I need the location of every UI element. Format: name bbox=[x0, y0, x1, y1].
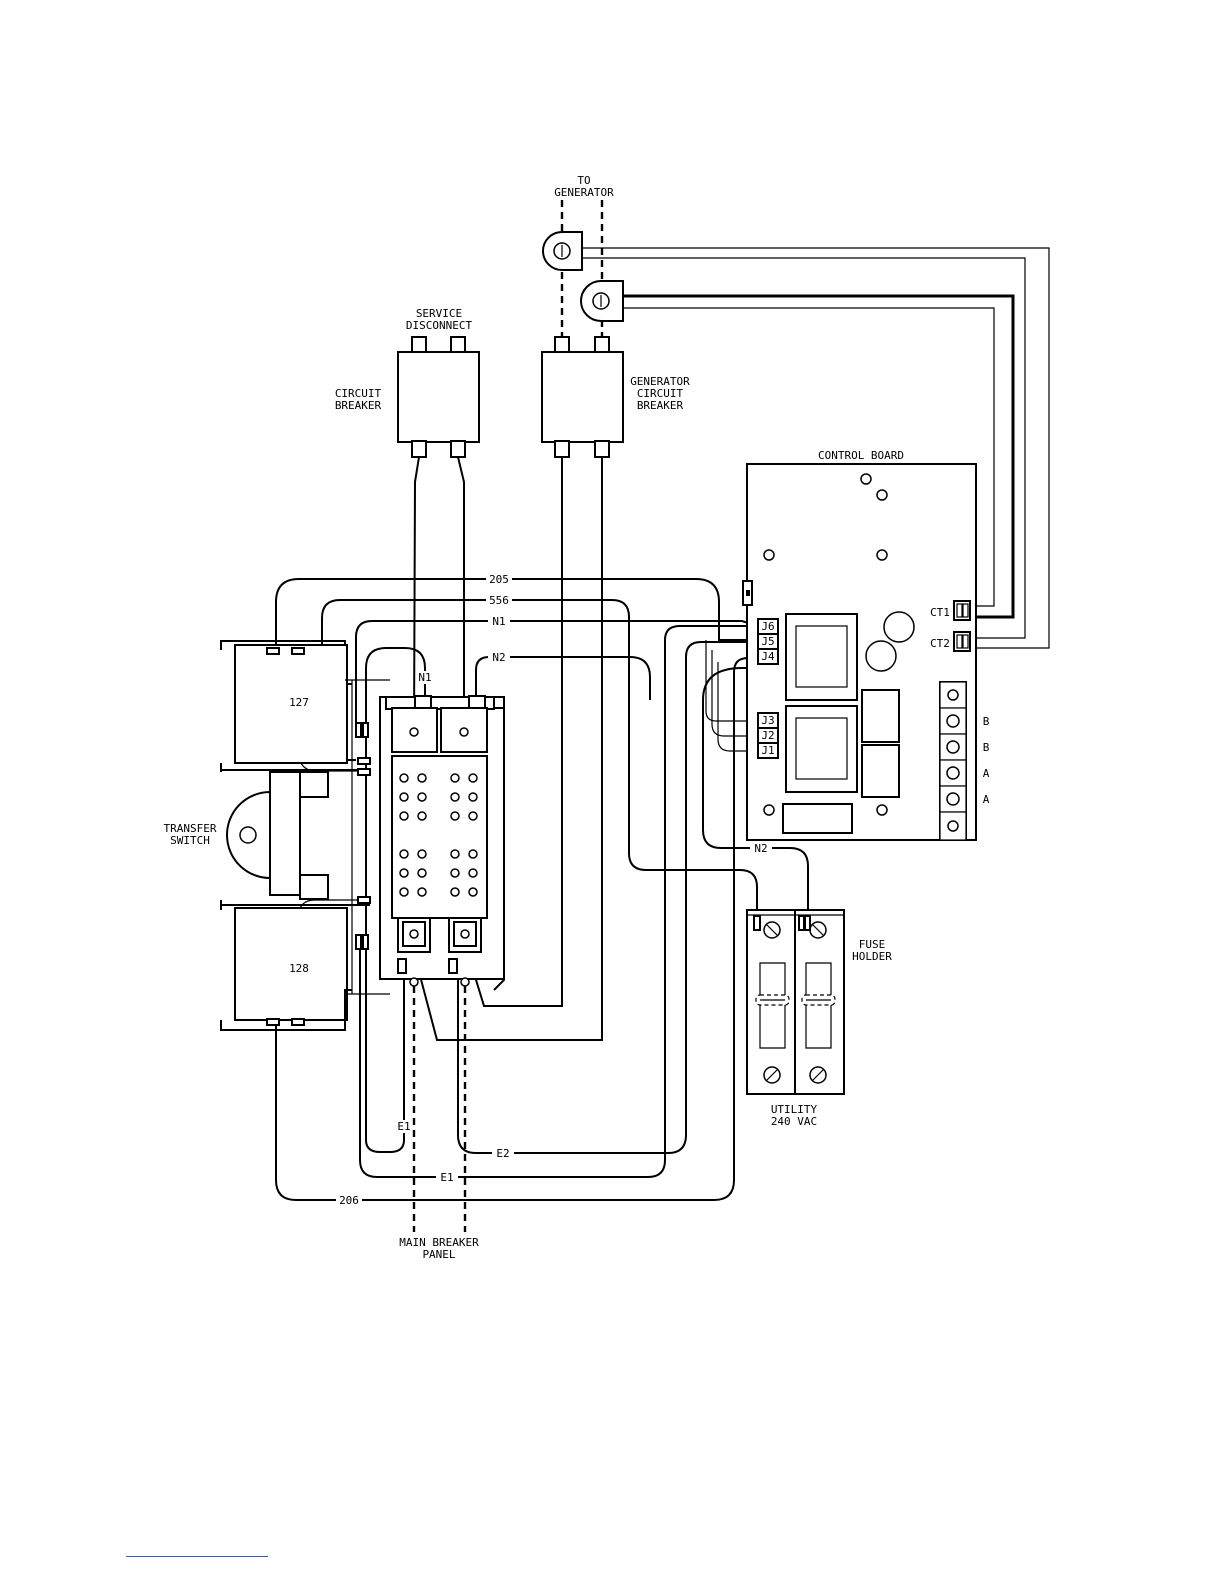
terminal-label-2: B bbox=[983, 741, 990, 754]
service-disconnect-breaker bbox=[398, 337, 479, 457]
generator-circuit-breaker-label: GENERATOR CIRCUIT BREAKER bbox=[630, 375, 690, 412]
to-generator-label: TO GENERATOR bbox=[554, 174, 614, 199]
circuit-breaker-label: CIRCUIT BREAKER bbox=[335, 387, 382, 412]
fuse-holder bbox=[747, 910, 844, 1094]
svg-text:BREAKER: BREAKER bbox=[335, 399, 382, 412]
utility-label: UTILITY 240 VAC bbox=[771, 1103, 818, 1128]
svg-text:SWITCH: SWITCH bbox=[170, 834, 210, 847]
wire-label-127: 127 bbox=[289, 696, 309, 709]
fuse-holder-label: FUSE HOLDER bbox=[852, 938, 892, 963]
svg-text:CT2: CT2 bbox=[930, 637, 950, 650]
terminal-label-N1: N1 bbox=[418, 671, 431, 684]
wire-label-N1: N1 bbox=[492, 615, 505, 628]
svg-text:DISCONNECT: DISCONNECT bbox=[406, 319, 473, 332]
generator-circuit-breaker bbox=[542, 337, 623, 457]
terminal-strip: B B A A bbox=[940, 682, 990, 840]
service-disconnect-label: SERVICE DISCONNECT bbox=[406, 307, 473, 332]
wire-label-556: 556 bbox=[489, 594, 509, 607]
svg-text:CT1: CT1 bbox=[930, 606, 950, 619]
terminal-label-3: A bbox=[983, 767, 990, 780]
wire-label-N2: N2 bbox=[492, 651, 505, 664]
control-board-label: CONTROL BOARD bbox=[818, 449, 904, 462]
wire-label-206: 206 bbox=[339, 1194, 359, 1207]
jack-J4: J4 bbox=[761, 650, 775, 663]
transfer-switch-label: TRANSFER SWITCH bbox=[164, 822, 217, 847]
terminal-label-1: B bbox=[983, 715, 990, 728]
svg-text:HOLDER: HOLDER bbox=[852, 950, 892, 963]
footer-link-underline[interactable] bbox=[126, 1556, 268, 1557]
svg-text:PANEL: PANEL bbox=[422, 1248, 455, 1261]
svg-text:240 VAC: 240 VAC bbox=[771, 1115, 817, 1128]
main-breaker-panel-label: MAIN BREAKER PANEL bbox=[399, 1236, 479, 1261]
svg-text:GENERATOR: GENERATOR bbox=[554, 186, 614, 199]
wire-label-205: 205 bbox=[489, 573, 509, 586]
jack-J1: J1 bbox=[761, 744, 774, 757]
jack-J6: J6 bbox=[761, 620, 774, 633]
ct2-sensor bbox=[581, 281, 623, 321]
jack-J5: J5 bbox=[761, 635, 774, 648]
jack-J3: J3 bbox=[761, 714, 774, 727]
wire-label-N2-lower: N2 bbox=[754, 842, 767, 855]
ct1-sensor bbox=[543, 232, 582, 270]
wire-label-E1-bottom: E1 bbox=[440, 1171, 453, 1184]
wire-labels: 127 128 205 556 N1 N2 N1 N2 E1 E2 E1 206 bbox=[286, 573, 772, 1207]
jack-J2: J2 bbox=[761, 729, 774, 742]
terminal-label-4: A bbox=[983, 793, 990, 806]
wire-label-E1-left: E1 bbox=[397, 1120, 410, 1133]
main-switch-block bbox=[380, 696, 504, 990]
wire-label-128: 128 bbox=[289, 962, 309, 975]
svg-text:BREAKER: BREAKER bbox=[637, 399, 684, 412]
wire-205 bbox=[276, 579, 752, 648]
wire-label-E2: E2 bbox=[496, 1147, 509, 1160]
